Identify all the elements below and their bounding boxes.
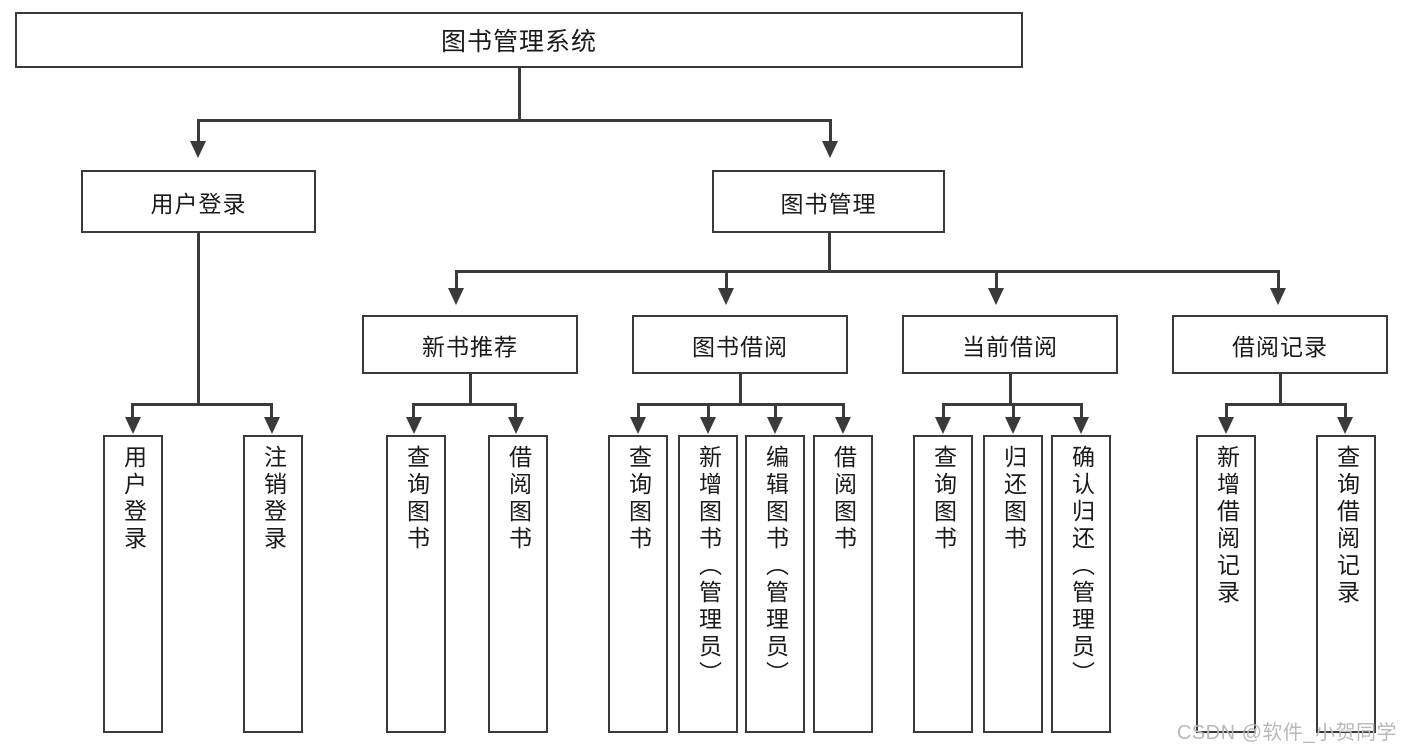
arrowhead-level2-0 xyxy=(190,141,206,158)
connector-new-book-stem xyxy=(469,374,472,405)
connector-book-borrow-drop-0 xyxy=(637,403,640,417)
leaf-borrow-record-query[interactable]: 查询借阅记录 xyxy=(1316,435,1376,733)
connector-current-borrow-stem xyxy=(1009,374,1012,405)
connector-new-book-bus xyxy=(413,403,516,406)
connector-borrow-record-stem xyxy=(1279,374,1282,405)
connector-book-borrow-drop-3 xyxy=(842,403,845,417)
arrowhead-book-borrow-2 xyxy=(767,417,783,434)
connector-level3-drop-2 xyxy=(995,270,998,288)
node-label: 图书管理系统 xyxy=(440,28,597,56)
node-label: 查询图书 xyxy=(625,445,652,553)
leaf-book-borrow-query[interactable]: 查询图书 xyxy=(608,435,668,733)
node-label: 用户登录 xyxy=(150,190,247,217)
connector-new-book-drop-1 xyxy=(514,403,517,417)
connector-level2-drop-1 xyxy=(829,119,832,141)
leaf-current-borrow-confirm-return[interactable]: 确认归还（管理员） xyxy=(1051,435,1111,733)
arrowhead-new-book-0 xyxy=(406,417,422,434)
connector-root-stem xyxy=(518,68,521,121)
connector-borrow-record-drop-0 xyxy=(1225,403,1228,417)
leaf-new-book-query[interactable]: 查询图书 xyxy=(386,435,446,733)
connector-book-borrow-bus xyxy=(638,403,844,406)
node-new-book-recommend[interactable]: 新书推荐 xyxy=(362,315,578,374)
node-label: 图书借阅 xyxy=(692,333,788,360)
connector-level3-drop-0 xyxy=(455,270,458,288)
arrowhead-level3-0 xyxy=(448,288,464,305)
node-label: 新增借阅记录 xyxy=(1213,445,1240,607)
connector-book-management-stem xyxy=(828,233,831,272)
node-borrow-record[interactable]: 借阅记录 xyxy=(1172,315,1388,374)
node-label: 用户登录 xyxy=(120,445,147,553)
leaf-user-login-logout[interactable]: 注销登录 xyxy=(243,435,303,733)
connector-book-borrow-drop-2 xyxy=(774,403,777,417)
connector-user-login-stem xyxy=(197,233,200,405)
node-user-login[interactable]: 用户登录 xyxy=(81,170,316,233)
leaf-user-login-login[interactable]: 用户登录 xyxy=(103,435,163,733)
node-label: 查询图书 xyxy=(403,445,430,553)
arrowhead-new-book-1 xyxy=(508,417,524,434)
node-label: 借阅图书 xyxy=(505,445,532,553)
arrowhead-user-login-1 xyxy=(264,417,280,434)
connector-borrow-record-drop-1 xyxy=(1344,403,1347,417)
connector-user-login-bus xyxy=(132,403,272,406)
node-label: 确认归还（管理员） xyxy=(1068,445,1095,688)
connector-level3-drop-1 xyxy=(725,270,728,288)
node-label: 图书管理 xyxy=(780,190,877,217)
connector-book-borrow-drop-1 xyxy=(707,403,710,417)
arrowhead-borrow-record-0 xyxy=(1218,417,1234,434)
node-label: 新增图书（管理员） xyxy=(695,445,722,688)
node-label: 借阅图书 xyxy=(830,445,857,553)
arrowhead-book-borrow-3 xyxy=(835,417,851,434)
leaf-new-book-borrow[interactable]: 借阅图书 xyxy=(488,435,548,733)
connector-user-login-drop-1 xyxy=(270,403,273,417)
connector-level3-drop-3 xyxy=(1277,270,1280,288)
leaf-current-borrow-query[interactable]: 查询图书 xyxy=(913,435,973,733)
arrowhead-level3-3 xyxy=(1270,288,1286,305)
connector-level3-bus xyxy=(456,270,1279,273)
node-label: 查询图书 xyxy=(930,445,957,553)
node-label: 新书推荐 xyxy=(422,333,518,360)
node-label: 当前借阅 xyxy=(962,333,1058,360)
arrowhead-book-borrow-1 xyxy=(700,417,716,434)
connector-user-login-drop-0 xyxy=(131,403,134,417)
arrowhead-book-borrow-0 xyxy=(630,417,646,434)
node-label: 编辑图书（管理员） xyxy=(762,445,789,688)
connector-borrow-record-bus xyxy=(1226,403,1346,406)
node-label: 注销登录 xyxy=(260,445,287,553)
node-book-management[interactable]: 图书管理 xyxy=(712,170,945,233)
leaf-book-borrow-edit[interactable]: 编辑图书（管理员） xyxy=(745,435,805,733)
arrowhead-user-login-0 xyxy=(125,417,141,434)
node-book-borrow[interactable]: 图书借阅 xyxy=(632,315,848,374)
arrowhead-current-borrow-2 xyxy=(1073,417,1089,434)
arrowhead-level2-1 xyxy=(822,141,838,158)
node-label: 查询借阅记录 xyxy=(1333,445,1360,607)
node-current-borrow[interactable]: 当前借阅 xyxy=(902,315,1118,374)
connector-book-borrow-stem xyxy=(739,374,742,405)
node-label: 归还图书 xyxy=(1000,445,1027,553)
node-root-system[interactable]: 图书管理系统 xyxy=(15,12,1023,68)
leaf-book-borrow-borrow[interactable]: 借阅图书 xyxy=(813,435,873,733)
connector-level2-bus xyxy=(198,119,831,122)
connector-current-borrow-drop-0 xyxy=(942,403,945,417)
node-label: 借阅记录 xyxy=(1232,333,1328,360)
arrowhead-borrow-record-1 xyxy=(1337,417,1353,434)
connector-current-borrow-drop-2 xyxy=(1080,403,1083,417)
leaf-book-borrow-add[interactable]: 新增图书（管理员） xyxy=(678,435,738,733)
leaf-current-borrow-return[interactable]: 归还图书 xyxy=(983,435,1043,733)
arrowhead-level3-1 xyxy=(718,288,734,305)
arrowhead-level3-2 xyxy=(988,288,1004,305)
connector-level2-drop-0 xyxy=(197,119,200,141)
connector-new-book-drop-0 xyxy=(412,403,415,417)
connector-current-borrow-drop-1 xyxy=(1012,403,1015,417)
arrowhead-current-borrow-0 xyxy=(935,417,951,434)
leaf-borrow-record-add[interactable]: 新增借阅记录 xyxy=(1196,435,1256,733)
arrowhead-current-borrow-1 xyxy=(1005,417,1021,434)
